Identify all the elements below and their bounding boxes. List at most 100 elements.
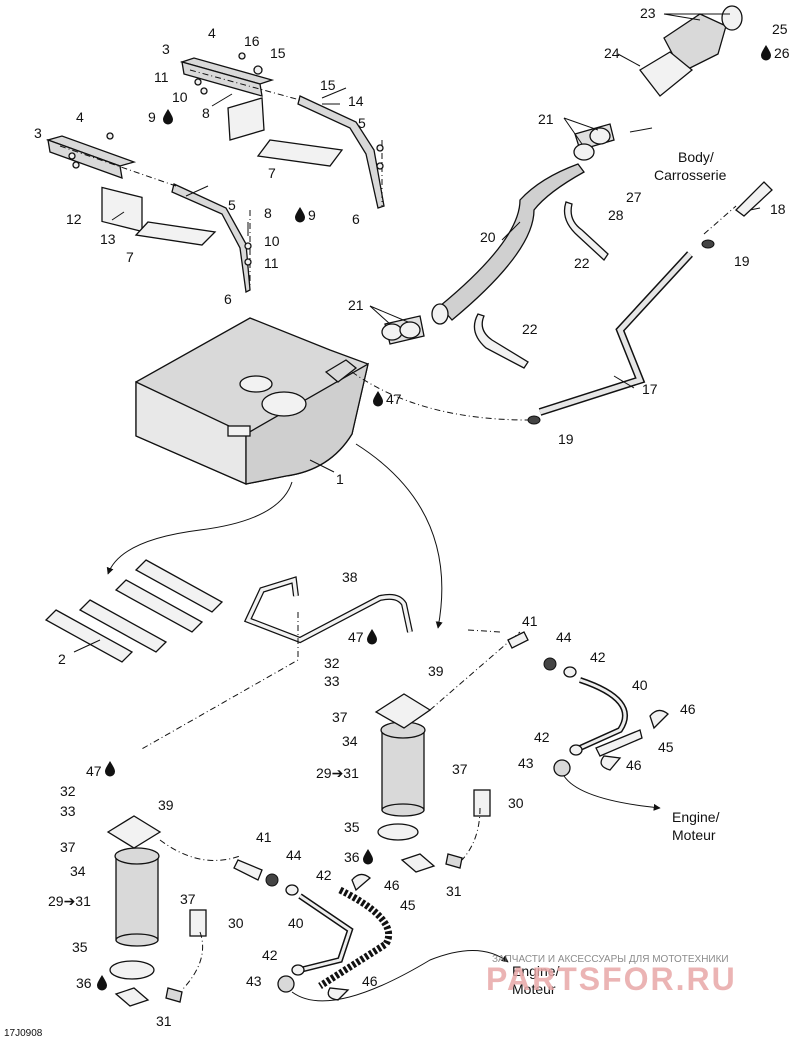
callout-43: 43 xyxy=(246,973,262,989)
callout-36: 36 xyxy=(76,975,92,991)
callout-7: 7 xyxy=(126,249,134,265)
callout-29-31: 29➔31 xyxy=(316,765,359,781)
callout-36: 36 xyxy=(344,849,360,865)
foam-pads xyxy=(44,559,224,663)
callout-8: 8 xyxy=(264,205,272,221)
callout-43: 43 xyxy=(518,755,534,771)
fuel-line-left xyxy=(233,859,509,1002)
callout-47: 47 xyxy=(348,629,364,645)
callout-17: 17 xyxy=(642,381,658,397)
watermark: ЗАПЧАСТИ И АКСЕССУАРЫ ДЛЯ МОТОТЕХНИКИ PA… xyxy=(486,954,737,997)
oil-drop-icon xyxy=(97,975,107,991)
callout-41: 41 xyxy=(256,829,272,845)
callout-31: 31 xyxy=(446,883,462,899)
fastener-hardware xyxy=(68,52,384,266)
tank-strap-bracket-right xyxy=(179,57,385,209)
callout-35: 35 xyxy=(72,939,88,955)
callout-46: 46 xyxy=(626,757,642,773)
callout-2: 2 xyxy=(58,651,66,667)
note-engine-left-line2: Moteur xyxy=(512,981,556,997)
callout-16: 16 xyxy=(244,33,260,49)
callout-42: 42 xyxy=(316,867,332,883)
callout-34: 34 xyxy=(342,733,358,749)
callout-1: 1 xyxy=(336,471,344,487)
callout-5: 5 xyxy=(358,115,366,131)
callout-37: 37 xyxy=(332,709,348,725)
tank-strap-bracket-left xyxy=(45,135,251,293)
callout-14: 14 xyxy=(348,93,364,109)
callout-9: 9 xyxy=(308,207,316,223)
callout-40: 40 xyxy=(632,677,648,693)
callout-labels: 3 4 5 6 7 8 9 10 11 12 13 3 4 16 15 11 1… xyxy=(34,5,790,1029)
callout-46: 46 xyxy=(384,877,400,893)
callout-40: 40 xyxy=(288,915,304,931)
fuel-tank xyxy=(135,317,369,485)
oil-drop-icon xyxy=(373,391,383,407)
callout-15: 15 xyxy=(270,45,286,61)
callout-15: 15 xyxy=(320,77,336,93)
fuel-pump-module-left xyxy=(106,815,241,1007)
oil-drop-icon xyxy=(295,207,305,223)
callout-6: 6 xyxy=(224,291,232,307)
callout-9: 9 xyxy=(148,109,156,125)
watermark-caption: ЗАПЧАСТИ И АКСЕССУАРЫ ДЛЯ МОТОТЕХНИКИ xyxy=(492,954,729,965)
callout-19: 19 xyxy=(734,253,750,269)
vent-hose xyxy=(351,181,773,421)
note-body-line2: Carrosserie xyxy=(654,167,727,183)
callout-37: 37 xyxy=(452,761,468,777)
callout-32: 32 xyxy=(324,655,340,671)
callout-7: 7 xyxy=(268,165,276,181)
callout-42: 42 xyxy=(262,947,278,963)
callout-21: 21 xyxy=(348,297,364,313)
callout-12: 12 xyxy=(66,211,82,227)
callout-42: 42 xyxy=(590,649,606,665)
callout-25: 25 xyxy=(772,21,788,37)
oil-drop-icon xyxy=(761,45,771,61)
callout-11: 11 xyxy=(154,69,169,85)
hose-clamps xyxy=(381,127,715,425)
fuel-pump-module-right xyxy=(374,631,521,873)
callout-8: 8 xyxy=(202,105,210,121)
oil-drop-icon xyxy=(105,761,115,777)
fuel-line-right xyxy=(467,629,669,811)
callout-10: 10 xyxy=(172,89,188,105)
callout-4: 4 xyxy=(76,109,84,125)
watermark-brand: PARTSFOR.RU xyxy=(486,961,737,997)
leader-lines xyxy=(73,13,761,653)
callout-18: 18 xyxy=(770,201,786,217)
callout-27: 27 xyxy=(626,189,642,205)
callout-26: 26 xyxy=(774,45,790,61)
callout-13: 13 xyxy=(100,231,116,247)
callout-37: 37 xyxy=(60,839,76,855)
callout-30: 30 xyxy=(228,915,244,931)
callout-6: 6 xyxy=(352,211,360,227)
callout-45: 45 xyxy=(400,897,416,913)
note-engine-left-line1: Engine/ xyxy=(512,963,560,979)
callout-37: 37 xyxy=(180,891,196,907)
callout-31: 31 xyxy=(156,1013,172,1029)
callout-41: 41 xyxy=(522,613,538,629)
callout-44: 44 xyxy=(556,629,572,645)
oil-drop-icon xyxy=(363,849,373,865)
callout-23: 23 xyxy=(640,5,656,21)
callout-46: 46 xyxy=(362,973,378,989)
callout-21: 21 xyxy=(538,111,554,127)
callout-39: 39 xyxy=(158,797,174,813)
callout-24: 24 xyxy=(604,45,620,61)
callout-45: 45 xyxy=(658,739,674,755)
callout-35: 35 xyxy=(344,819,360,835)
callout-33: 33 xyxy=(324,673,340,689)
callout-42: 42 xyxy=(534,729,550,745)
callout-3: 3 xyxy=(34,125,42,141)
callout-34: 34 xyxy=(70,863,86,879)
callout-22: 22 xyxy=(574,255,590,271)
callout-39: 39 xyxy=(428,663,444,679)
callout-20: 20 xyxy=(480,229,496,245)
callout-19: 19 xyxy=(558,431,574,447)
callout-5: 5 xyxy=(228,197,236,213)
callout-46: 46 xyxy=(680,701,696,717)
callout-30: 30 xyxy=(508,795,524,811)
callout-38: 38 xyxy=(342,569,358,585)
